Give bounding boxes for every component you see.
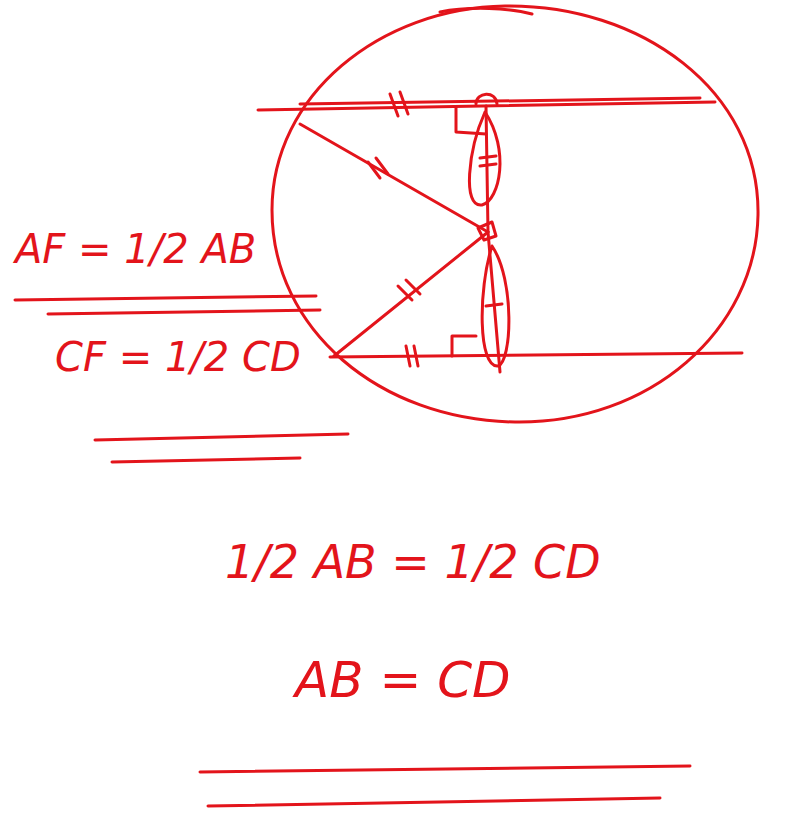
equation-text: 1/2 AB = 1/2 CD xyxy=(222,536,604,589)
highlight-loop xyxy=(482,246,509,366)
tick-mark xyxy=(368,158,388,178)
highlight-loop xyxy=(469,112,500,205)
tick-mark xyxy=(486,304,502,306)
circle xyxy=(272,6,758,422)
tick-mark xyxy=(398,280,420,300)
top-semicircle xyxy=(476,94,497,104)
top-chord-double xyxy=(300,98,700,104)
radius-bottom xyxy=(334,232,488,356)
equation-text: CF = 1/2 CD xyxy=(52,334,304,380)
bottom-chord xyxy=(330,353,742,357)
tick-mark xyxy=(480,156,496,166)
equation-text: AB = CD xyxy=(292,652,514,710)
radius-top xyxy=(300,124,488,232)
underline xyxy=(200,766,690,806)
right-angle xyxy=(452,336,476,356)
equation-text: AF = 1/2 AB xyxy=(12,226,259,272)
circle-overstroke xyxy=(440,8,532,14)
underline xyxy=(95,434,348,462)
underline xyxy=(15,296,320,314)
tick-mark xyxy=(390,92,408,116)
tick-mark xyxy=(406,346,418,366)
